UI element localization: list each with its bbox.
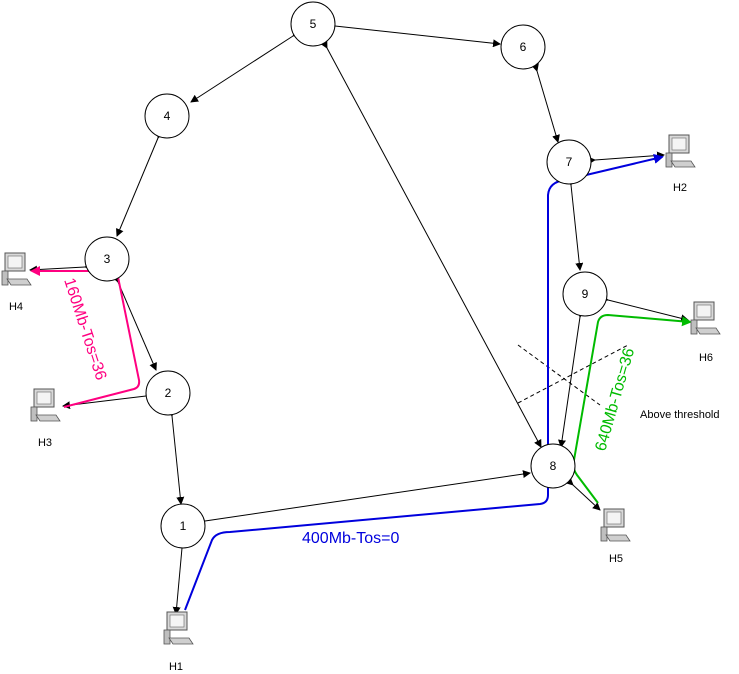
flow-label-640mb: 640Mb-Tos=36 [593, 346, 639, 453]
threshold-note: Above threshold [640, 409, 720, 421]
link-5-8 [320, 39, 542, 448]
node-label: 1 [180, 519, 187, 533]
link-h4-3 [29, 262, 93, 274]
computer-icon [690, 301, 721, 335]
link-3-2 [111, 273, 157, 371]
host-label: H1 [169, 661, 183, 673]
node-6: 6 [500, 24, 546, 70]
node-label: 6 [520, 40, 527, 54]
host-h4: H4 [1, 252, 32, 313]
node-7: 7 [546, 139, 592, 185]
node-label: 3 [104, 252, 111, 266]
node-label: 2 [165, 386, 172, 400]
host-h6: H6 [690, 301, 721, 364]
link-4-3 [116, 129, 165, 237]
node-label: 9 [582, 287, 589, 301]
node-3: 3 [84, 236, 130, 282]
link-7-9 [566, 177, 584, 271]
host-h1: H1 [163, 611, 194, 673]
computer-icon [163, 611, 194, 645]
node-9: 9 [562, 271, 608, 317]
link-6-7 [531, 63, 560, 143]
links [29, 21, 689, 615]
link-h2-7 [587, 151, 665, 165]
node-label: 5 [310, 17, 317, 31]
host-label: H2 [673, 182, 687, 194]
host-label: H6 [699, 352, 713, 364]
node-label: 4 [164, 109, 171, 123]
host-label: H3 [38, 437, 52, 449]
link-5-4 [190, 28, 302, 103]
nodes: 1 2 3 4 5 6 7 8 [84, 1, 608, 549]
node-label: 7 [566, 155, 573, 169]
flow-label-400mb: 400Mb-Tos=0 [302, 530, 399, 547]
link-h1-1 [172, 540, 187, 615]
host-label: H5 [609, 553, 623, 565]
link-h6-9 [600, 294, 689, 323]
host-h2: H2 [665, 134, 696, 194]
node-2: 2 [145, 370, 191, 416]
host-h5: H5 [600, 508, 631, 565]
flow-label-160mb: 160Mb-Tos=36 [60, 276, 109, 382]
link-2-1 [167, 408, 185, 505]
host-label: H4 [9, 301, 23, 313]
flow-640mb-path [572, 313, 692, 504]
node-8: 8 [530, 443, 576, 489]
computer-icon [665, 134, 696, 168]
node-label: 8 [550, 459, 557, 473]
node-1: 1 [160, 503, 206, 549]
link-h5-8 [565, 477, 601, 511]
node-4: 4 [144, 93, 190, 139]
node-5: 5 [290, 1, 336, 47]
flow-400mb-path [184, 153, 664, 611]
link-9-8 [558, 309, 585, 448]
link-5-6 [327, 21, 501, 48]
computer-icon [30, 388, 61, 422]
computer-icon [600, 508, 631, 542]
host-h3: H3 [30, 388, 61, 449]
computer-icon [1, 252, 32, 286]
link-1-8 [197, 470, 531, 526]
hosts: H1 H2 H3 H4 H5 H6 [1, 134, 721, 673]
